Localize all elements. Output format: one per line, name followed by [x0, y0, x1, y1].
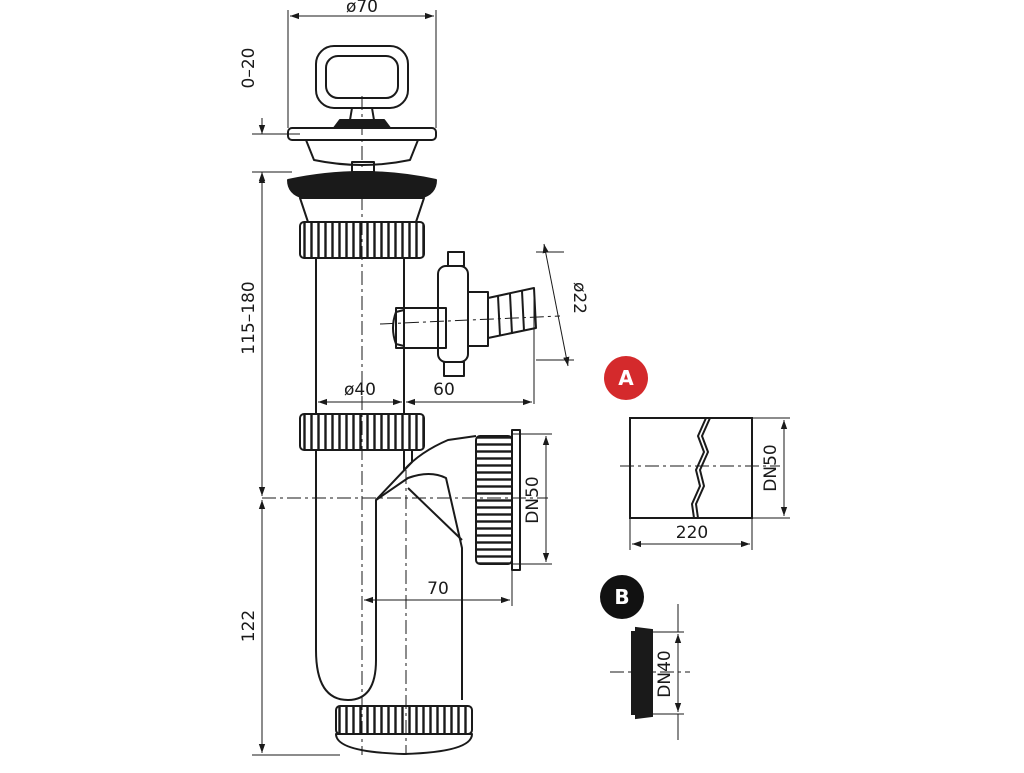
dim-outlet-offset: 70 — [427, 579, 449, 599]
dimension-lines — [258, 12, 570, 753]
pipe-section-a — [629, 417, 753, 519]
outlet-nut — [475, 429, 521, 571]
detail-b-size: DN40 — [655, 650, 675, 697]
dim-pipe-diameter: ø40 — [344, 380, 376, 400]
dim-bottom-height: 122 — [239, 610, 259, 642]
detail-a: A DN50 220 — [604, 356, 790, 550]
dim-top-width: ø70 — [346, 0, 378, 17]
badge-b-label: B — [614, 585, 629, 609]
detail-a-length: 220 — [676, 523, 708, 543]
badge-a-label: A — [618, 366, 634, 390]
hose-connector — [392, 251, 537, 377]
extension-lines — [252, 10, 574, 756]
detail-b: B DN40 — [600, 575, 690, 740]
dim-outlet-size: DN50 — [523, 476, 543, 523]
gasket-b — [631, 626, 653, 720]
badge-a — [604, 356, 648, 400]
dim-hose-diameter: ø22 — [569, 282, 589, 314]
bottom-cap — [335, 705, 473, 755]
badge-b — [600, 575, 644, 619]
dim-cap-adjust: 0–20 — [239, 48, 259, 89]
detail-a-size: DN50 — [761, 444, 781, 491]
siphon-body — [287, 45, 537, 755]
u-trap — [315, 435, 477, 701]
dim-side-offset: 60 — [433, 380, 455, 400]
center-lines — [262, 96, 561, 755]
dim-height-range: 115–180 — [239, 281, 259, 354]
